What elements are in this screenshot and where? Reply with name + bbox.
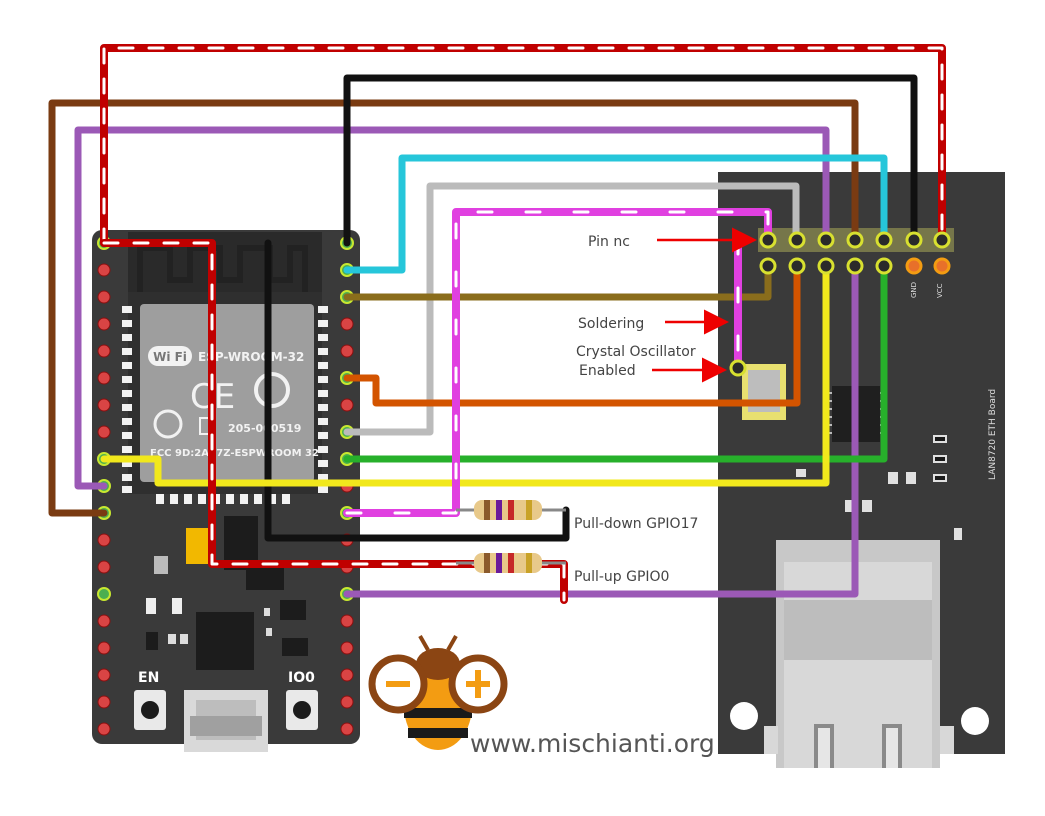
watermark-url[interactable]: www.mischianti.org	[470, 729, 715, 758]
wifi-logo-text: Wi Fi	[153, 350, 187, 364]
esp32-left-pins	[97, 236, 111, 736]
eth-board-name: LAN8720 ETH Board	[988, 389, 998, 480]
label-crystal-line1: Crystal Oscillator	[576, 344, 696, 360]
en-button-cap	[141, 701, 159, 719]
wire-magenta	[343, 208, 772, 517]
wire-cyan	[343, 154, 888, 274]
annotations: Pin nc Soldering Crystal Oscillator Enab…	[574, 227, 757, 585]
wire-orange	[343, 262, 801, 407]
wire-gray	[343, 182, 800, 436]
esp32-devkit-board: Wi Fi ESP-WROOM-32 CE 205-000519 FCC 9D:…	[92, 230, 360, 752]
crystal-oscillator	[742, 364, 786, 420]
rj45-jack	[764, 540, 954, 768]
wire-olive	[343, 262, 772, 301]
label-crystal-line2: Enabled	[579, 363, 636, 379]
gnd-pin-label: GND	[910, 282, 918, 298]
wire-green	[343, 262, 888, 463]
bee-logo-icon	[368, 635, 508, 750]
module-title: ESP-WROOM-32	[198, 350, 304, 364]
wire-brown	[48, 99, 859, 517]
fcc-id: FCC 9D:2AC7Z-ESPWROOM 32	[150, 448, 319, 459]
vcc-pin-label: VCC	[936, 283, 944, 298]
io0-button-label: IO0	[288, 670, 315, 686]
en-button-label: EN	[138, 670, 159, 686]
label-pullup: Pull-up GPIO0	[574, 569, 669, 585]
resistor-pullup	[456, 553, 566, 573]
crystal-enable-pad	[729, 359, 747, 377]
micro-usb-connector[interactable]	[184, 690, 268, 752]
module-castellations	[122, 306, 328, 504]
io0-button-cap	[293, 701, 311, 719]
wire-purple	[74, 126, 830, 490]
wire-purple-bottom	[343, 262, 859, 598]
label-pin-nc: Pin nc	[588, 234, 630, 250]
usb-uart-chip	[196, 612, 254, 670]
wire-gnd-resistor	[264, 239, 570, 542]
wire-yellow	[100, 262, 830, 487]
wires	[48, 44, 946, 604]
wire-gnd	[343, 74, 918, 247]
eth-header-pins	[729, 231, 951, 377]
label-pulldown: Pull-down GPIO17	[574, 516, 698, 532]
resistor-pulldown	[456, 500, 566, 520]
label-soldering: Soldering	[578, 316, 644, 332]
